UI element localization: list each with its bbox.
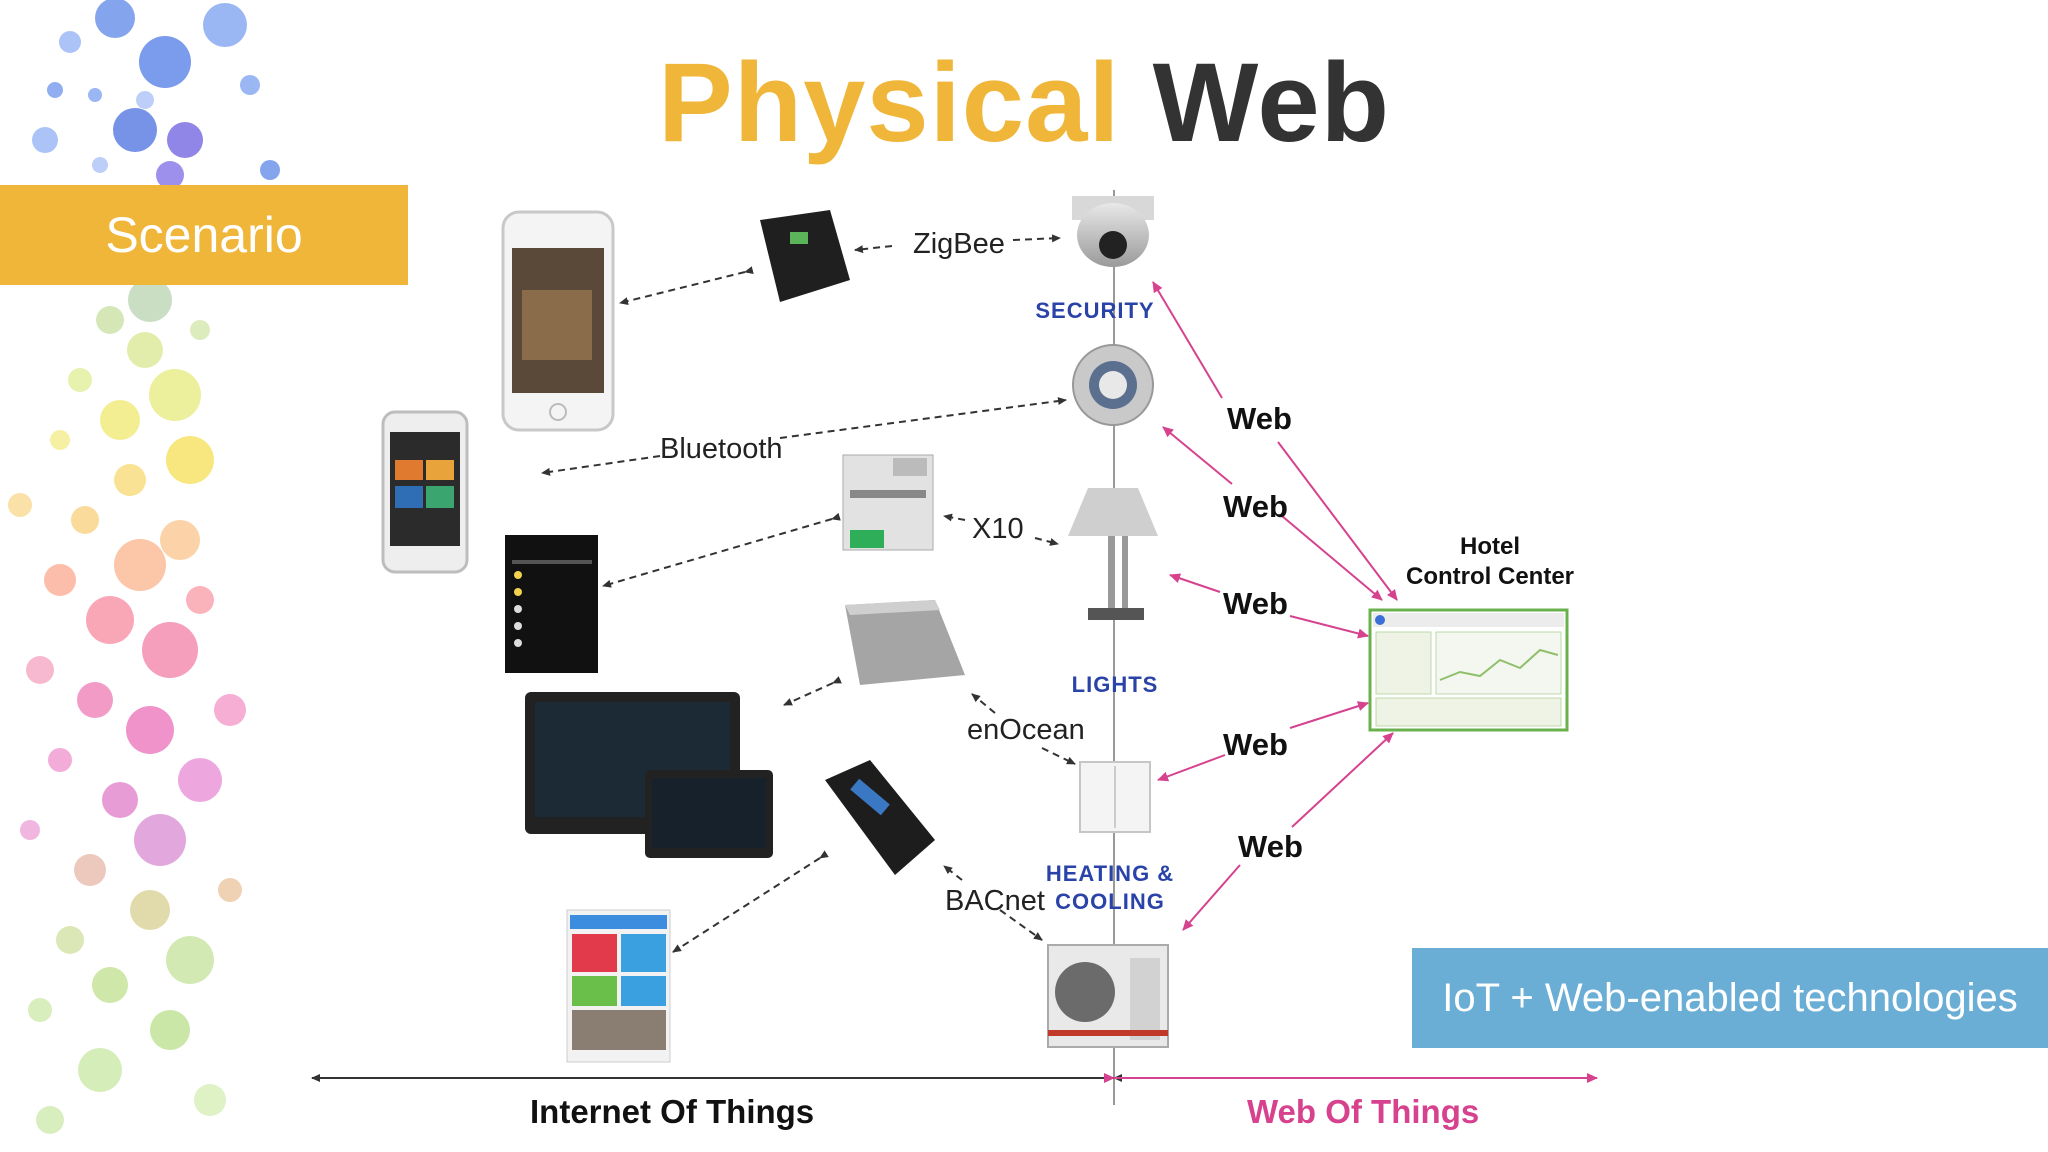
label-x10: X10 bbox=[972, 513, 1024, 545]
title-web: Web bbox=[1152, 40, 1391, 165]
zigbee-gateway-device bbox=[760, 210, 850, 302]
link-bluetooth-left bbox=[541, 455, 661, 476]
hotel-label-line1: Hotel bbox=[1460, 533, 1520, 560]
iphone-camera-device bbox=[501, 210, 615, 432]
web-link-lamp-a bbox=[1169, 573, 1221, 593]
slide-title: Physical Web bbox=[0, 38, 2048, 167]
link-smartphone-x10 bbox=[602, 512, 841, 588]
mobile-dashboard-device bbox=[566, 909, 671, 1063]
web-label-5: Web bbox=[1238, 829, 1303, 864]
web-link-lock-b bbox=[1281, 515, 1383, 601]
label-bacnet: BACnet bbox=[945, 885, 1045, 917]
category-heating: HEATING & bbox=[1045, 861, 1175, 886]
web-link-ac-b bbox=[1291, 732, 1394, 828]
x10-module-device bbox=[842, 454, 934, 551]
smart-lock-device bbox=[1072, 344, 1154, 426]
light-switch-device bbox=[1079, 761, 1151, 833]
scenario-banner: Scenario bbox=[0, 185, 408, 285]
scenario-label: Scenario bbox=[105, 207, 303, 263]
web-link-switch-b bbox=[1289, 701, 1369, 729]
title-physical: Physical bbox=[657, 40, 1121, 165]
lamp-device bbox=[1068, 488, 1158, 620]
web-link-camera-a bbox=[1152, 281, 1223, 399]
web-link-lamp-b bbox=[1289, 615, 1369, 639]
bacnet-gateway-device bbox=[825, 760, 935, 875]
label-zigbee: ZigBee bbox=[913, 228, 1005, 260]
iot-callout-box: IoT + Web-enabled technologies bbox=[1412, 948, 2048, 1048]
web-link-ac-a bbox=[1182, 864, 1241, 931]
web-label-2: Web bbox=[1223, 489, 1288, 524]
link-x10-right bbox=[1034, 537, 1059, 546]
category-security: SECURITY bbox=[1035, 298, 1155, 323]
link-zigbee-left bbox=[854, 245, 893, 254]
smartphone-list-device bbox=[505, 535, 598, 673]
iot-callout-text: IoT + Web-enabled technologies bbox=[1442, 975, 2018, 1020]
web-link-switch-a bbox=[1157, 754, 1226, 782]
hotel-dashboard-screen bbox=[1368, 608, 1569, 732]
link-bacnet-right bbox=[999, 909, 1043, 941]
decorative-bubbles bbox=[8, 0, 280, 1134]
link-bluetooth-right bbox=[779, 397, 1067, 439]
web-label-1: Web bbox=[1227, 401, 1292, 436]
hotel-label-line2: Control Center bbox=[1406, 563, 1574, 590]
security-camera-device bbox=[1072, 196, 1154, 267]
label-bluetooth: Bluetooth bbox=[660, 433, 783, 465]
label-enocean: enOcean bbox=[967, 714, 1085, 746]
link-x10-left bbox=[943, 513, 966, 522]
web-link-camera-b bbox=[1277, 441, 1398, 601]
link-enocean-left bbox=[971, 693, 996, 714]
axis-label-wot: Web Of Things bbox=[1247, 1093, 1480, 1130]
android-phone-device bbox=[381, 410, 469, 574]
web-link-lock-a bbox=[1162, 426, 1233, 485]
axis-label-iot: Internet Of Things bbox=[530, 1093, 815, 1130]
web-label-3: Web bbox=[1223, 586, 1288, 621]
tablet-device bbox=[525, 692, 773, 858]
link-zigbee-right bbox=[1012, 234, 1061, 243]
category-cooling: COOLING bbox=[1055, 889, 1165, 914]
link-iphone-zigbee bbox=[619, 266, 754, 305]
enocean-receiver-device bbox=[845, 600, 965, 685]
air-conditioner-device bbox=[1047, 944, 1169, 1048]
link-tablet-enocean bbox=[783, 676, 842, 706]
link-dashboard-bacnet bbox=[672, 850, 829, 953]
link-enocean-right bbox=[1041, 747, 1076, 765]
link-bacnet-left bbox=[943, 865, 963, 881]
web-label-4: Web bbox=[1223, 727, 1288, 762]
category-lights: LIGHTS bbox=[1071, 672, 1159, 697]
